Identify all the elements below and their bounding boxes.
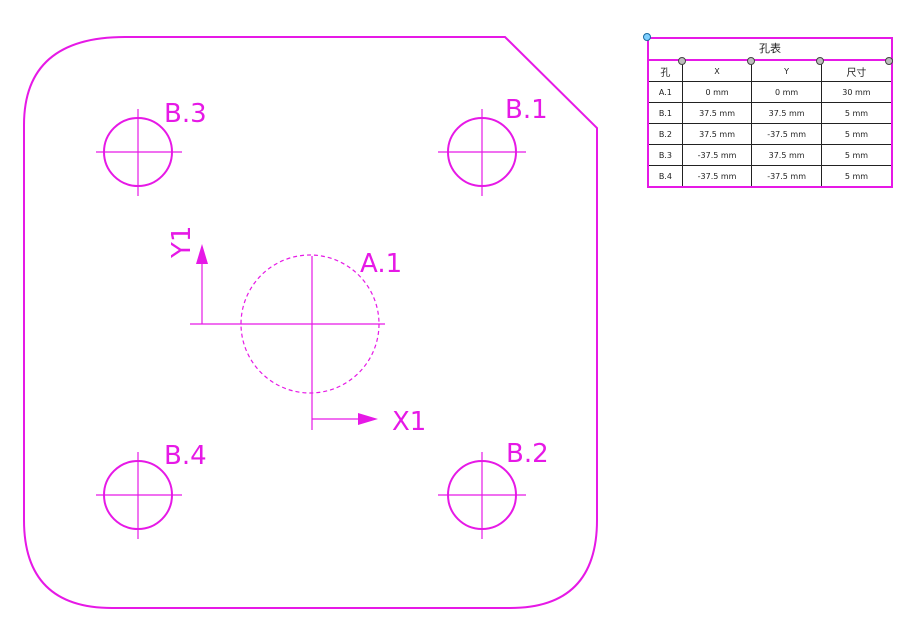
column-grip-handle[interactable]	[885, 57, 893, 65]
plate-outline[interactable]	[23, 36, 598, 609]
cell-size: 5 mm	[820, 102, 891, 124]
table-row[interactable]: B.4 -37.5 mm -37.5 mm 5 mm	[649, 165, 891, 186]
cell-size: 5 mm	[820, 123, 891, 145]
header-x: X	[681, 61, 753, 82]
cell-y: 37.5 mm	[751, 102, 822, 124]
x-axis-arrow-icon	[358, 413, 378, 425]
label-b4: B.4	[164, 441, 207, 471]
table-corner-grip-handle[interactable]	[643, 33, 651, 41]
cell-hole: A.1	[649, 81, 683, 103]
cell-y: -37.5 mm	[751, 165, 822, 186]
cell-hole: B.3	[649, 144, 683, 166]
cell-y: 0 mm	[751, 81, 822, 103]
table-row[interactable]: B.3 -37.5 mm 37.5 mm 5 mm	[649, 144, 891, 166]
header-y: Y	[751, 61, 822, 82]
cell-size: 5 mm	[820, 165, 891, 186]
cell-hole: B.1	[649, 102, 683, 124]
cell-y: -37.5 mm	[751, 123, 822, 145]
label-a1: A.1	[360, 249, 402, 279]
cell-x: -37.5 mm	[681, 144, 753, 166]
table-row[interactable]: B.2 37.5 mm -37.5 mm 5 mm	[649, 123, 891, 145]
cell-x: 0 mm	[681, 81, 753, 103]
hole-table-grid: 孔 X Y 尺寸 A.1 0 mm 0 mm 30 mm B.1 37.5 mm…	[649, 61, 891, 186]
cell-x: 37.5 mm	[681, 123, 753, 145]
cell-hole: B.2	[649, 123, 683, 145]
label-b3: B.3	[164, 99, 207, 129]
table-row[interactable]: A.1 0 mm 0 mm 30 mm	[649, 81, 891, 103]
cell-size: 5 mm	[820, 144, 891, 166]
cell-hole: B.4	[649, 165, 683, 186]
hole-table[interactable]: 孔表 孔 X Y 尺寸 A.1 0 mm 0 mm 30 mm B.1 37.5…	[647, 37, 893, 188]
cell-y: 37.5 mm	[751, 144, 822, 166]
cell-size: 30 mm	[820, 81, 891, 103]
hole-table-header-row: 孔 X Y 尺寸	[649, 61, 891, 82]
label-b2: B.2	[506, 439, 549, 469]
cell-x: -37.5 mm	[681, 165, 753, 186]
table-row[interactable]: B.1 37.5 mm 37.5 mm 5 mm	[649, 102, 891, 124]
cell-x: 37.5 mm	[681, 102, 753, 124]
column-grip-handle[interactable]	[678, 57, 686, 65]
column-grip-handle[interactable]	[816, 57, 824, 65]
hole-table-title: 孔表	[649, 39, 891, 61]
label-b1: B.1	[505, 95, 548, 125]
header-size: 尺寸	[820, 61, 891, 82]
header-hole: 孔	[649, 61, 683, 82]
y-axis-arrow-icon	[196, 244, 208, 264]
column-grip-handle[interactable]	[747, 57, 755, 65]
label-y1: Y1	[167, 226, 197, 259]
label-x1: X1	[392, 407, 426, 437]
